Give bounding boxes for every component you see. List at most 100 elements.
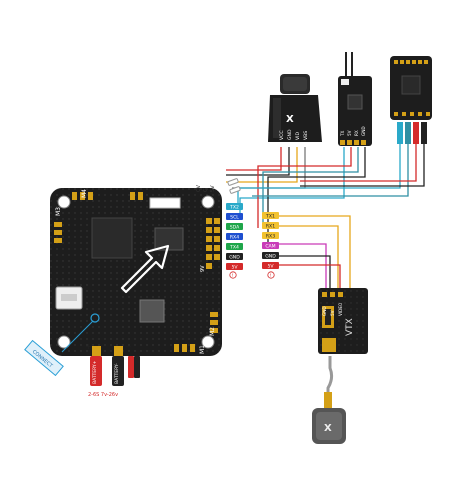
fc-pad-tag [226,203,243,210]
mount-hole [201,195,215,209]
mid-pad-label: RX3 [266,233,275,239]
warning-icon [229,271,237,279]
wire-rx1-5v [257,147,352,228]
mid-pad-label: 5V [267,263,274,269]
rx1-pin-label: RX [354,130,359,136]
motor-label-m1: M1 [199,345,206,354]
battery-minus-label: BATTERY- [114,363,120,384]
antenna-logo: X [324,423,332,434]
camera-pin-label: VBS [303,131,309,140]
svg-text:!: ! [232,273,234,279]
warning-icon [267,271,275,279]
wire-rx1-rx [262,147,359,226]
svg-text:!: ! [270,273,272,279]
fc-pad-tag [226,213,243,220]
battery-leads: + − BATTERY- BATTERY+ 2-6S 7v-26v [85,342,140,398]
wire-rx2-2 [252,144,409,197]
gyro-chip [154,227,184,251]
mid-pad-label: GND [265,253,276,259]
rx1-pin-label: 5V [347,130,352,136]
side-pad-label-9v: 9V [200,265,206,272]
wire-camera-vcc [226,147,282,171]
mcu-chip [91,217,133,259]
wire-rx2-1 [237,144,401,206]
uart-pads [206,218,220,269]
wire-5v-vtx [278,264,341,290]
battery-plus-label: BATTERY+ [92,360,98,384]
baro-chip [139,299,165,323]
camera-body [268,95,322,142]
camera-logo: X [286,114,294,125]
mount-hole [57,195,71,209]
wires [226,144,425,408]
vtx-pin-label: 5V [330,310,335,316]
fc-pad-label: RX4 [230,234,239,240]
mid-pad-tag [262,222,279,229]
mount-hole [57,335,71,349]
usb-connect-tag [24,339,64,377]
mount-hole [201,335,215,349]
camera-pin-label: VID [295,132,301,140]
connector [149,197,181,209]
fc-pad-label: TX4 [229,244,239,250]
vtx-antenna-connector [322,338,336,352]
fc-pad-label: GND [229,254,240,260]
wire-rx2-3 [300,144,417,182]
wire-rx1pad [278,225,339,290]
battery-voltage-label: 2-6S 7v-26v [88,392,118,398]
wire-rx1-gnd [267,147,366,246]
wire-camera-vid [226,147,298,183]
rx1-board [338,76,372,146]
vtx-pin-label: GND [322,306,327,316]
minus-sign: − [125,342,132,351]
wire-gnd-vtx [278,255,331,290]
flight-controller: M4 M3 M2 M1 CV G 5V 9V [50,185,222,356]
camera-pin-label: GND [287,129,293,140]
top-connector [227,178,241,194]
mid-pad-tag [262,212,279,219]
battery-plus-lead [90,356,102,386]
wire-cam [278,243,327,290]
receiver-2 [390,56,432,144]
orientation-arrow-icon [120,244,170,294]
rx1-pin-label: GND [361,126,366,136]
camera-pin-label: VCC [279,130,285,140]
fc-pad-label: SCL [230,214,239,220]
vtx-pin-label: VIDEO [338,302,343,316]
wire-rx2-4 [300,144,425,187]
mid-pad-tag [262,252,279,259]
top-pad-label-5v: 5V [210,185,216,192]
fc-pad-label: TX2 [229,204,239,210]
fc-pad-tag [226,243,243,250]
mid-pad-tag [262,232,279,239]
mid-pad-label: TX1 [265,213,275,219]
motor-label-m3: M3 [55,207,62,216]
top-pad-label-g: G [203,188,209,192]
fc-pad-label: SDA [230,224,240,230]
fc-pad-tag [226,233,243,240]
motor-pads [54,192,218,352]
fc-pad-tag [226,263,243,270]
fc-pad-label: 5V [231,264,238,270]
vtx-label: VTX [345,318,355,336]
fc-pad-tag [226,223,243,230]
wire-camera-gnd [226,147,290,176]
mid-pad-label: CAM [265,243,275,249]
mid-pad-tag [262,242,279,249]
top-pad-label-cv: CV [196,185,202,192]
mid-pad-label: RX1 [266,223,275,229]
fc-pad-tag [226,253,243,260]
rx1-pin-label: TX [340,130,345,137]
motor-label-m4: M4 [81,189,88,198]
motor-label-m2: M2 [209,327,216,336]
mid-pad-tag [262,262,279,269]
plus-sign: + [85,342,92,351]
